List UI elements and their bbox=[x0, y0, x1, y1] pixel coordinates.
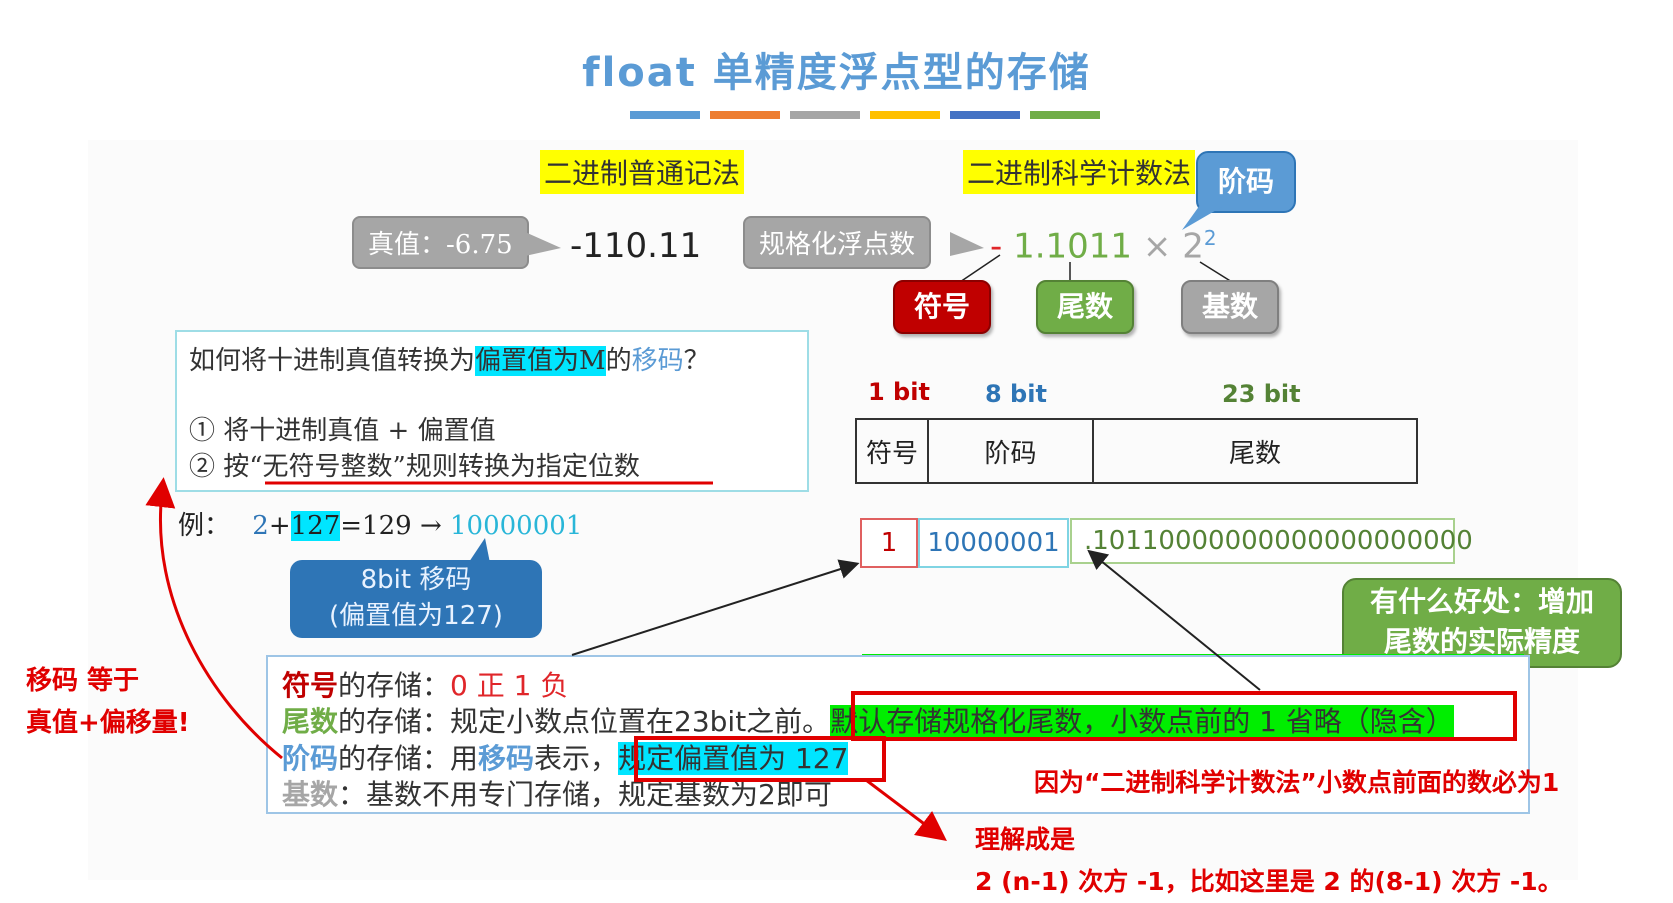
storage-exponent-text2: 表示， bbox=[534, 742, 619, 775]
bit-layout-table: 符号 阶码 尾数 bbox=[855, 418, 1418, 484]
stored-exponent-value: 10000001 bbox=[918, 518, 1069, 568]
true-value-callout-tail bbox=[525, 232, 561, 256]
normalized-callout-tail bbox=[950, 232, 984, 256]
bit-cell-sign: 符号 bbox=[857, 420, 929, 482]
title-bar-segment bbox=[1030, 111, 1100, 119]
question-highlight: 偏置值为M bbox=[475, 346, 606, 376]
example-plus: + bbox=[268, 511, 291, 541]
step2-end: 规则转换为指定位数 bbox=[405, 452, 640, 482]
storage-exponent-term: 阶码 bbox=[282, 742, 339, 775]
header-scientific-notation: 二进制科学计数法 bbox=[963, 150, 1196, 194]
step2-underline bbox=[265, 481, 713, 485]
storage-row-base: 基数：基数不用专门存储，规定基数为2即可 bbox=[282, 773, 832, 813]
header-normal-notation: 二进制普通记法 bbox=[540, 150, 745, 194]
exponent-label: 阶码 bbox=[1196, 151, 1296, 213]
question-end: ？ bbox=[683, 346, 710, 376]
sign-label: 符号 bbox=[893, 280, 991, 334]
storage-base-term: 基数 bbox=[282, 778, 339, 811]
title-bar-segment bbox=[950, 111, 1020, 119]
callout-8bit-line2: (偏置值为127) bbox=[329, 601, 503, 631]
bit-cell-exponent: 阶码 bbox=[929, 420, 1094, 482]
normalized-expression: - 1.1011 × 22 bbox=[990, 226, 1217, 266]
mantissa-label: 尾数 bbox=[1036, 280, 1134, 334]
understand-note-line1: 理解成是 bbox=[975, 825, 1076, 854]
left-note-line1: 移码 等于 bbox=[26, 666, 140, 696]
storage-exponent-text1: 的存储：用 bbox=[338, 742, 479, 775]
man-bit-width: 23 bit bbox=[1222, 380, 1301, 408]
question-term: 移码 bbox=[631, 346, 684, 376]
conversion-step-1: ① 将十进制真值 + 偏置值 bbox=[189, 416, 496, 446]
exp-bit-width: 8 bit bbox=[985, 380, 1047, 408]
storage-exponent-box: 规定偏置值为 127 bbox=[618, 742, 849, 775]
storage-exponent-term2: 移码 bbox=[478, 742, 535, 775]
storage-base-text: ：基数不用专门存储，规定基数为2即可 bbox=[338, 778, 832, 811]
binary-normal-value: -110.11 bbox=[570, 226, 702, 266]
base-label: 基数 bbox=[1181, 280, 1279, 334]
storage-sign-text: 的存储： bbox=[338, 669, 451, 702]
title-bar-segment bbox=[630, 111, 700, 119]
exponent-callout-tail bbox=[1182, 205, 1225, 230]
left-note-line2: 真值+偏移量! bbox=[26, 708, 190, 738]
callout-8bit-line1: 8bit 移码 bbox=[360, 565, 472, 595]
storage-description-box: 符号的存储：0 正 1 负 尾数的存储：规定小数点位置在23bit之前。默认存储… bbox=[266, 655, 1530, 814]
storage-row-mantissa: 尾数的存储：规定小数点位置在23bit之前。默认存储规格化尾数，小数点前的 1 … bbox=[282, 700, 1454, 740]
storage-mantissa-term: 尾数 bbox=[282, 705, 339, 738]
true-value-callout: 真值：-6.75 bbox=[352, 216, 529, 269]
question-mid: 的 bbox=[605, 346, 632, 376]
storage-sign-term: 符号 bbox=[282, 669, 339, 702]
stored-mantissa-value: .10110000000000000000000 bbox=[1070, 518, 1473, 564]
storage-sign-value: 0 正 1 负 bbox=[450, 669, 569, 702]
storage-mantissa-text: 的存储：规定小数点位置在23bit之前。 bbox=[338, 705, 831, 738]
implicit-one-note: 因为“二进制科学计数法”小数点前面的数必为1 bbox=[1034, 768, 1560, 797]
bit-cell-mantissa: 尾数 bbox=[1228, 438, 1281, 469]
example-prefix: 例： bbox=[178, 511, 231, 541]
example-line: 例： 2+127=129 → 10000001 bbox=[178, 505, 582, 542]
title-bar-segment bbox=[790, 111, 860, 119]
benefit-line2: 尾数的实际精度 bbox=[1383, 625, 1580, 658]
benefit-line1: 有什么好处：增加 bbox=[1369, 585, 1594, 618]
normalized-mantissa: 1.1011 bbox=[1013, 226, 1133, 267]
example-result: 10000001 bbox=[450, 511, 583, 541]
conversion-box: 如何将十进制真值转换为偏置值为M的移码？ ① 将十进制真值 + 偏置值 ② 按“… bbox=[175, 330, 809, 492]
conversion-question: 如何将十进制真值转换为偏置值为M的移码？ bbox=[189, 340, 710, 377]
conversion-step-2: ② 按“无符号整数”规则转换为指定位数 bbox=[189, 446, 640, 483]
normalized-base: 2 bbox=[1182, 226, 1204, 267]
step2-quote: “无符号整数” bbox=[249, 452, 406, 482]
example-a: 2 bbox=[252, 511, 269, 541]
stored-sign-value: 1 bbox=[860, 518, 918, 568]
example-b: 127 bbox=[290, 511, 341, 541]
sign-bit-width: 1 bit bbox=[868, 378, 930, 406]
example-eq: =129 bbox=[340, 511, 412, 541]
title-bar-segment bbox=[870, 111, 940, 119]
question-text: 如何将十进制真值转换为 bbox=[189, 346, 476, 376]
step2-prefix: ② 按 bbox=[189, 452, 250, 482]
understand-note-line2: 2 (n-1) 次方 -1，比如这里是 2 的(8-1) 次方 -1。 bbox=[975, 867, 1563, 896]
callout-8bit-box: 8bit 移码 (偏置值为127) bbox=[290, 560, 542, 638]
times-sign: × bbox=[1142, 226, 1172, 267]
benefit-box: 有什么好处：增加 尾数的实际精度 bbox=[1342, 578, 1622, 668]
example-arrow: → bbox=[419, 511, 442, 541]
title-bar-segment bbox=[710, 111, 780, 119]
storage-row-sign: 符号的存储：0 正 1 负 bbox=[282, 664, 568, 704]
page-title: float 单精度浮点型的存储 bbox=[582, 50, 1091, 96]
storage-row-exponent: 阶码的存储：用移码表示，规定偏置值为 127 bbox=[282, 737, 849, 777]
storage-mantissa-box: 默认存储规格化尾数，小数点前的 1 省略（隐含） bbox=[830, 705, 1454, 738]
normalized-exponent: 2 bbox=[1203, 226, 1217, 250]
normalized-callout: 规格化浮点数 bbox=[743, 216, 932, 269]
